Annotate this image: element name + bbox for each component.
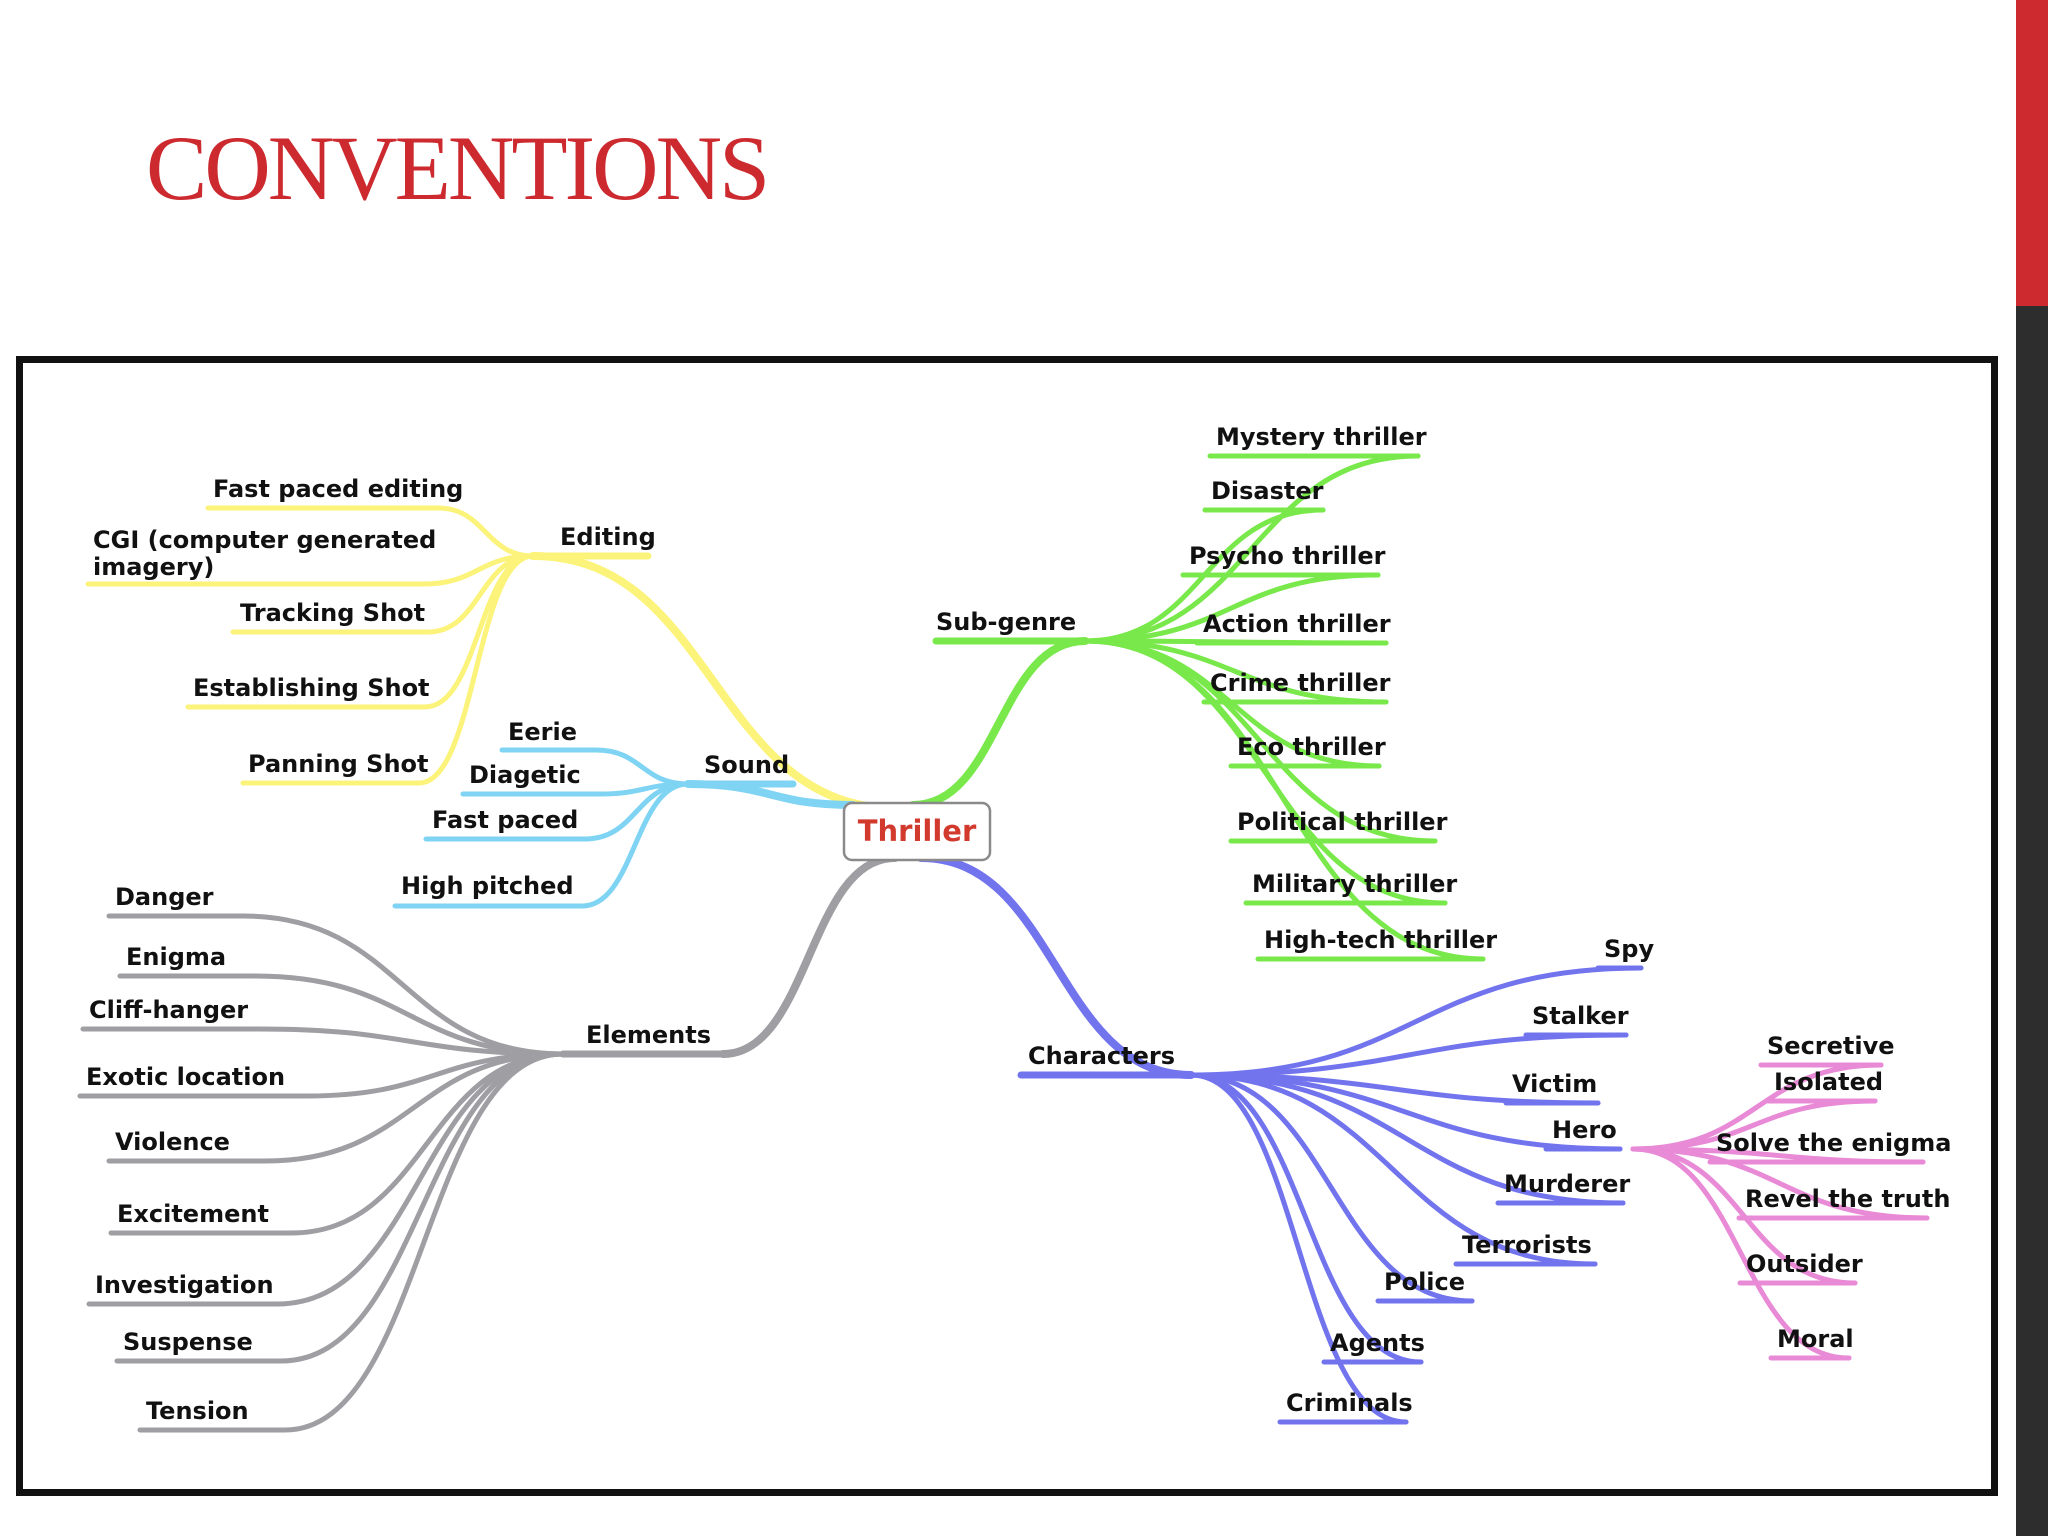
leaf-label-subgenre: Mystery thriller bbox=[1216, 423, 1427, 451]
leaf-elements-connector bbox=[282, 1051, 566, 1433]
leaf-label-editing: Tracking Shot bbox=[240, 599, 425, 627]
leaf-characters-connector bbox=[1188, 1072, 1623, 1152]
leaf-label-elements: Suspense bbox=[123, 1328, 253, 1356]
leaf-label-hero: Revel the truth bbox=[1745, 1185, 1950, 1213]
leaf-label-elements: Enigma bbox=[126, 943, 226, 971]
mindmap-diagram: Thriller Editing Fast paced editing CGI … bbox=[77, 423, 1951, 1433]
slide-title: CONVENTIONS bbox=[146, 117, 770, 219]
leaf-label-characters: Victim bbox=[1512, 1070, 1597, 1098]
mindmap-labels: Thriller Editing Fast paced editing CGI … bbox=[86, 423, 1951, 1425]
root-node-label: Thriller bbox=[858, 814, 977, 848]
leaf-label-elements: Tension bbox=[146, 1397, 249, 1425]
leaf-hero-connector bbox=[1630, 1146, 1930, 1221]
leaf-label-characters: Criminals bbox=[1286, 1389, 1413, 1417]
leaf-editing-connector bbox=[435, 505, 536, 559]
leaf-label-subgenre: Military thriller bbox=[1252, 870, 1457, 898]
leaf-label-subgenre: Psycho thriller bbox=[1189, 542, 1386, 570]
leaf-label-subgenre: Crime thriller bbox=[1210, 669, 1391, 697]
branch-label-editing: Editing bbox=[560, 523, 656, 551]
leaf-label-sound: High pitched bbox=[401, 872, 574, 900]
leaf-label-sound: Eerie bbox=[508, 718, 577, 746]
leaf-elements-connector bbox=[274, 1051, 566, 1307]
leaf-hero-connector bbox=[1630, 1146, 1858, 1286]
branch-label-elements: Elements bbox=[586, 1021, 711, 1049]
leaf-label-subgenre: Political thriller bbox=[1237, 808, 1448, 836]
leaf-label-elements: Excitement bbox=[117, 1200, 269, 1228]
leaf-label-characters: Agents bbox=[1330, 1329, 1425, 1357]
leaf-label-elements: Danger bbox=[115, 883, 214, 911]
branch-label-characters: Characters bbox=[1028, 1042, 1175, 1070]
accent-bar bbox=[2016, 0, 2048, 1536]
leaf-sound-connector bbox=[579, 781, 691, 909]
leaf-label-sound: Diagetic bbox=[469, 761, 581, 789]
leaf-elements-connector bbox=[262, 1051, 566, 1164]
leaf-label-hero: Outsider bbox=[1746, 1250, 1863, 1278]
leaf-label-hero: Solve the enigma bbox=[1716, 1129, 1951, 1157]
leaf-characters-connector bbox=[1188, 1072, 1424, 1365]
leaf-characters-connector bbox=[1188, 965, 1644, 1078]
branch-subgenre bbox=[909, 637, 1089, 809]
mindmap-frame: Thriller Editing Fast paced editing CGI … bbox=[16, 356, 1998, 1496]
leaf-label-hero: Secretive bbox=[1767, 1032, 1895, 1060]
accent-bar-red-segment bbox=[2016, 0, 2048, 306]
leaf-label-characters: Terrorists bbox=[1462, 1231, 1592, 1259]
leaf-label-elements: Cliff-hanger bbox=[89, 996, 248, 1024]
leaf-subgenre-connector bbox=[1082, 453, 1421, 644]
leaf-editing-connector bbox=[416, 553, 536, 786]
branch-label-subgenre: Sub-genre bbox=[936, 608, 1076, 636]
leaf-subgenre-connector bbox=[1082, 638, 1389, 705]
leaf-characters-connector bbox=[1188, 1072, 1475, 1304]
leaf-elements-connector bbox=[278, 1051, 566, 1364]
leaf-label-characters: Stalker bbox=[1532, 1002, 1629, 1030]
branch-elements bbox=[719, 854, 899, 1058]
leaf-characters-connector bbox=[1188, 1072, 1598, 1267]
leaf-elements-connector bbox=[252, 973, 566, 1057]
leaf-elements-connector bbox=[288, 1051, 566, 1236]
leaf-subgenre-connector bbox=[1082, 572, 1381, 644]
mindmap-branches bbox=[77, 453, 1930, 1433]
leaf-elements-connector bbox=[256, 1026, 566, 1057]
leaf-label-hero: Isolated bbox=[1774, 1068, 1883, 1096]
leaf-characters-connector bbox=[1188, 1072, 1626, 1206]
leaf-label-characters: Hero bbox=[1552, 1116, 1617, 1144]
leaf-label-subgenre: High-tech thriller bbox=[1264, 926, 1497, 954]
leaf-characters-connector bbox=[1188, 1072, 1409, 1425]
leaf-label-editing: CGI (computer generated bbox=[93, 526, 436, 554]
leaf-elements-connector bbox=[240, 913, 566, 1057]
leaf-sound-connector bbox=[593, 747, 691, 787]
leaf-label-editing: Fast paced editing bbox=[213, 475, 463, 503]
branch-characters bbox=[917, 854, 1195, 1079]
leaf-label-characters: Police bbox=[1384, 1268, 1465, 1296]
leaf-label-elements: Investigation bbox=[95, 1271, 274, 1299]
branch-label-sound: Sound bbox=[704, 751, 789, 779]
leaf-label-hero: Moral bbox=[1777, 1325, 1854, 1353]
branch-editing bbox=[529, 552, 899, 812]
leaf-label-characters: Spy bbox=[1604, 935, 1654, 963]
leaf-label-sound: Fast paced bbox=[432, 806, 578, 834]
leaf-label-subgenre: Action thriller bbox=[1203, 610, 1391, 638]
leaf-label-elements: Exotic location bbox=[86, 1063, 285, 1091]
leaf-label-subgenre: Eco thriller bbox=[1237, 733, 1386, 761]
leaf-label-editing: Panning Shot bbox=[248, 750, 429, 778]
leaf-label-subgenre: Disaster bbox=[1211, 477, 1324, 505]
root-node-box bbox=[842, 801, 992, 862]
leaf-label-editing: imagery) bbox=[93, 553, 214, 581]
leaf-label-characters: Murderer bbox=[1504, 1170, 1630, 1198]
leaf-label-editing: Establishing Shot bbox=[193, 674, 430, 702]
leaf-label-elements: Violence bbox=[115, 1128, 230, 1156]
leaf-hero-connector bbox=[1630, 1146, 1852, 1361]
leaf-subgenre-connector bbox=[1082, 638, 1486, 962]
